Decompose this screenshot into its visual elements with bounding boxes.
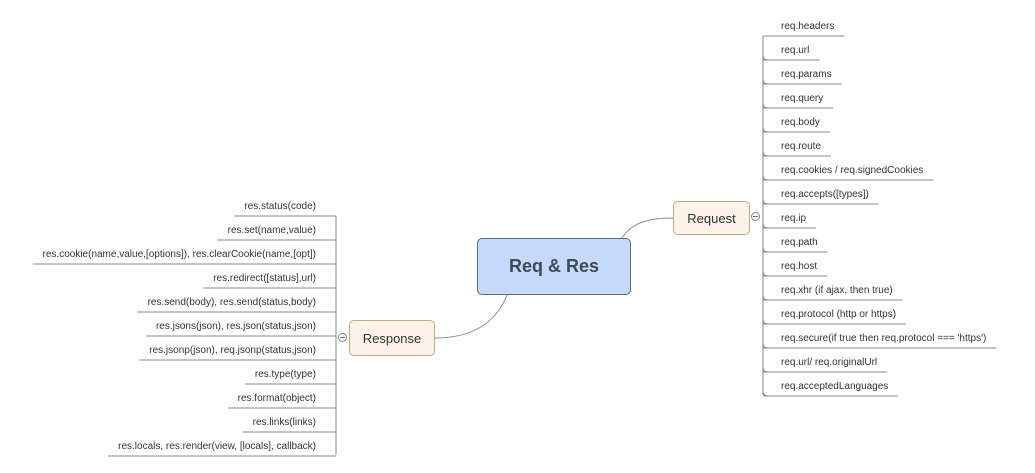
response-item[interactable]: res.status(code) xyxy=(244,201,316,212)
request-item[interactable]: req.url/ req.originalUrl xyxy=(781,357,878,368)
request-item-elbow xyxy=(762,246,769,253)
request-item-elbow xyxy=(762,342,769,349)
request-item-elbow xyxy=(762,390,769,397)
request-item-elbow xyxy=(762,126,769,133)
response-item[interactable]: res.links(links) xyxy=(252,417,316,428)
request-node-label: Request xyxy=(687,210,736,226)
request-item[interactable]: req.path xyxy=(781,237,818,248)
request-item-elbow xyxy=(762,174,769,181)
request-item-elbow xyxy=(762,270,769,277)
request-item-elbow xyxy=(762,102,769,109)
response-item[interactable]: res.jsons(json), res.json(status,json) xyxy=(155,321,316,332)
request-item-elbow xyxy=(762,198,769,205)
request-item[interactable]: req.acceptedLanguages xyxy=(781,381,889,392)
request-node[interactable]: Request xyxy=(673,201,750,235)
request-item[interactable]: req.accepts([types]) xyxy=(781,189,869,200)
response-item[interactable]: res.format(object) xyxy=(237,393,316,404)
response-item[interactable]: res.locals, res.render(view, [locals], c… xyxy=(118,441,316,452)
response-item[interactable]: res.redirect([status],url) xyxy=(213,273,316,284)
root-node-label: Req & Res xyxy=(508,256,600,276)
response-item[interactable]: res.set(name,value) xyxy=(227,225,316,236)
request-item[interactable]: req.url xyxy=(781,45,810,56)
request-item-elbow xyxy=(762,294,769,301)
request-item-elbow xyxy=(762,78,769,85)
request-item[interactable]: req.headers xyxy=(781,21,835,32)
request-collapse-toggle[interactable] xyxy=(751,212,760,221)
request-item-elbow xyxy=(762,366,769,373)
response-item[interactable]: res.send(body), res.send(status,body) xyxy=(147,297,316,308)
connector-lines xyxy=(32,35,997,457)
request-item[interactable]: req.cookies / req.signedCookies xyxy=(781,165,924,176)
request-item[interactable]: req.query xyxy=(781,93,824,104)
request-item-elbow xyxy=(762,150,769,157)
response-item[interactable]: res.cookie(name,value,[options]), res.cl… xyxy=(42,249,316,260)
request-item[interactable]: req.host xyxy=(781,261,818,272)
request-item-elbow xyxy=(762,222,769,229)
request-item-elbow xyxy=(762,318,769,325)
response-collapse-toggle[interactable] xyxy=(338,333,347,342)
request-item[interactable]: req.secure(if true then req.protocol ===… xyxy=(781,333,987,344)
request-item[interactable]: req.ip xyxy=(781,213,807,224)
root-to-request-connector xyxy=(621,217,674,239)
request-item[interactable]: req.protocol (http or https) xyxy=(781,309,897,320)
request-item[interactable]: req.route xyxy=(781,141,822,152)
response-item[interactable]: res.type(type) xyxy=(254,369,316,380)
request-item[interactable]: req.xhr (if ajax, then true) xyxy=(781,285,893,296)
response-item[interactable]: res.jsonp(json), req.jsonp(status,json) xyxy=(149,345,316,356)
request-item-elbow xyxy=(762,54,769,61)
response-node[interactable]: Response xyxy=(349,320,435,356)
root-to-response-connector xyxy=(434,294,508,339)
request-item[interactable]: req.params xyxy=(781,69,832,80)
response-node-label: Response xyxy=(362,330,422,346)
request-item[interactable]: req.body xyxy=(781,117,820,128)
root-node[interactable]: Req & Res xyxy=(477,238,631,295)
